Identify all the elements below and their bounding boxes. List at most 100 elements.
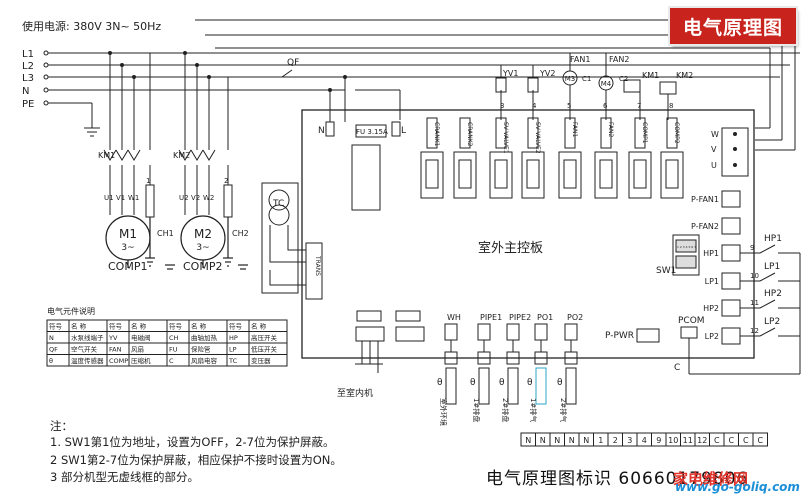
notes-title: 注：: [50, 419, 73, 433]
pcom-wiring: [680, 326, 800, 375]
relay-6: [628, 151, 652, 199]
strip-label-0: N: [525, 436, 531, 445]
watermark-line-2: www.go-goliq.com: [675, 480, 800, 494]
sensor-label-3: PO1: [537, 313, 553, 322]
terminal-w2: W2: [203, 194, 214, 202]
legend-cell-0-7: 名 称: [251, 322, 267, 331]
terminal-v1: V1: [116, 194, 125, 202]
supply-n-label: N: [22, 86, 29, 97]
relay-5: [594, 151, 618, 199]
relay-terminal-label-0: CRANK1: [433, 122, 440, 147]
output-pin-7: 7: [637, 102, 641, 110]
note-line-3: 3 部分机型无虚线框的部分。: [50, 470, 199, 484]
supply-l3-label: L3: [22, 73, 34, 84]
legend-cell-1-1: 水泵线端子: [71, 333, 104, 342]
sensor-theta-2: θ: [499, 378, 505, 388]
output-pin-5: 5: [567, 102, 571, 110]
fan2-label: FAN2: [609, 55, 629, 64]
dip-switch-sw1: 1 2 3 4 5 6 7: [672, 234, 700, 276]
sensor-desc-0: 室外环境: [439, 398, 448, 426]
relay-7: [660, 151, 684, 199]
sensor-probe-0: [445, 367, 457, 405]
relay-4: [558, 151, 582, 199]
relay-terminal-label-2: SV-VALVE1: [502, 122, 509, 154]
terminal-v-pin: [733, 147, 737, 151]
comp2-label: COMP2: [183, 260, 222, 273]
right-terminal-label-4: HP2: [703, 304, 719, 313]
sensor-desc-2: 2#排盘: [501, 398, 510, 422]
legend-cell-0-1: 名 称: [71, 322, 87, 331]
switch-label-2: HP2: [764, 289, 782, 299]
legend-cell-2-5: 保险管: [191, 345, 211, 354]
comp2-motor-id: M2: [194, 227, 212, 241]
supply-l1-label: L1: [22, 49, 34, 60]
relay-coil-0: [425, 159, 439, 189]
sensor-label-2: PIPE2: [509, 313, 531, 322]
legend-cell-2-1: 空气开关: [71, 345, 98, 354]
compressor-motor-icons: [105, 215, 248, 270]
relay-terminal-label-6: COMP1: [641, 122, 648, 144]
right-terminal-label-0: P-FAN1: [691, 195, 719, 204]
relay-terminal-0: [426, 117, 438, 149]
terminal-u1: U1: [104, 194, 114, 202]
terminal-w1: W1: [128, 194, 139, 202]
sensor-plug-2: [506, 351, 520, 365]
terminal-v2: V2: [191, 194, 200, 202]
indoor-unit-label: 至室内机: [337, 387, 373, 399]
terminal-w-pin: [733, 132, 737, 136]
relay-3: [521, 151, 545, 199]
uvw-labels: WVU: [711, 130, 737, 170]
uvw-terminal-block: [721, 127, 749, 177]
relay-coil-7: [665, 159, 679, 189]
legend-cell-0-5: 名 称: [191, 322, 207, 331]
pcom-label: PCOM: [678, 316, 705, 326]
terminal-w-label: W: [711, 130, 719, 139]
relay-terminal-7: [666, 117, 678, 149]
relay-terminal-label-4: FAN1: [571, 122, 578, 137]
strip-label-6: 2: [613, 436, 618, 445]
relay-terminal-label-5: FAN2: [607, 122, 614, 137]
switch-contact-0: [759, 244, 776, 254]
p-pwr-connector: [636, 328, 660, 343]
legend-cell-1-6: HP: [229, 334, 238, 342]
output-pin-6: 6: [603, 102, 608, 110]
legend-cell-1-0: N: [49, 334, 54, 342]
terminal-n-label: N: [318, 126, 325, 136]
legend-cell-3-7: 变压器: [251, 356, 271, 365]
qf-breaker-icon: [270, 69, 345, 78]
document-id: 电气原理图标识 60660179806: [486, 469, 749, 489]
relay-2: [489, 151, 513, 199]
sensor-theta-3: θ: [527, 378, 533, 388]
sensor-probe-4: [565, 367, 577, 405]
output-pin-3: 3: [500, 102, 504, 110]
switch-label-1: LP1: [764, 262, 780, 272]
strip-label-10: 10: [668, 436, 678, 445]
transformer-tc-icon: [261, 182, 323, 300]
heater-ch2-label: CH2: [232, 229, 249, 238]
terminal-v-label: V: [711, 145, 717, 154]
km2-contact-number: 2: [224, 177, 228, 185]
strip-label-14: C: [728, 436, 734, 445]
legend-cell-0-0: 符号: [49, 322, 63, 331]
strip-label-3: N: [569, 436, 575, 445]
note-line-1: 1. SW1第1位为地址，设置为OFF，2-7位为保护屏蔽。: [50, 435, 335, 449]
legend-cell-2-6: LP: [229, 346, 237, 354]
heater-ch1-label: CH1: [157, 229, 174, 238]
strip-label-11: 11: [683, 436, 693, 445]
sensor-plug-4: [564, 351, 578, 365]
legend-cell-1-3: 电磁阀: [131, 333, 151, 342]
legend-cell-1-2: YV: [108, 334, 118, 342]
right-terminal-label-2: HP1: [703, 249, 719, 258]
board-name: 室外主控板: [478, 240, 543, 256]
relay-coil-6: [633, 159, 647, 189]
km1-label: KM1: [98, 151, 115, 160]
strip-label-2: N: [554, 436, 560, 445]
sensor-label-4: PO2: [567, 313, 583, 322]
yv2-label: YV2: [539, 69, 555, 78]
relay-coil-5: [599, 159, 613, 189]
page-title: 电气原理图: [670, 8, 796, 44]
legend-cell-3-6: TC: [228, 357, 238, 365]
